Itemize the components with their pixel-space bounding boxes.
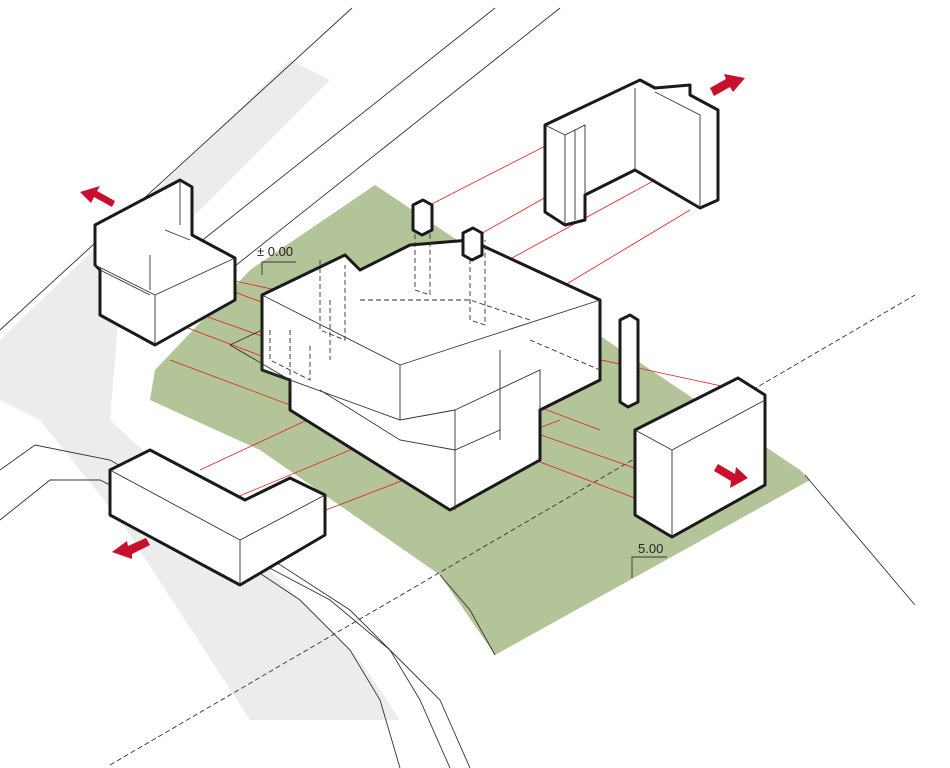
level-label-zero: ± 0.00 <box>257 244 293 259</box>
level-mark-five: 5.00 <box>631 541 667 578</box>
road-area <box>0 60 400 720</box>
level-label-five: 5.00 <box>638 541 663 556</box>
arrow-east <box>714 464 748 488</box>
level-mark-zero: ± 0.00 <box>257 244 296 275</box>
northwest-block <box>93 178 237 347</box>
central-building <box>229 198 602 512</box>
hidden-structure <box>269 210 601 395</box>
arrow-southwest <box>112 538 150 559</box>
arrow-northwest <box>80 186 115 207</box>
north-block <box>543 78 720 227</box>
arrow-northeast <box>710 74 745 96</box>
axis-line <box>109 294 916 766</box>
freestanding-column <box>618 313 640 409</box>
southwest-block <box>108 448 327 587</box>
east-block <box>633 376 767 539</box>
